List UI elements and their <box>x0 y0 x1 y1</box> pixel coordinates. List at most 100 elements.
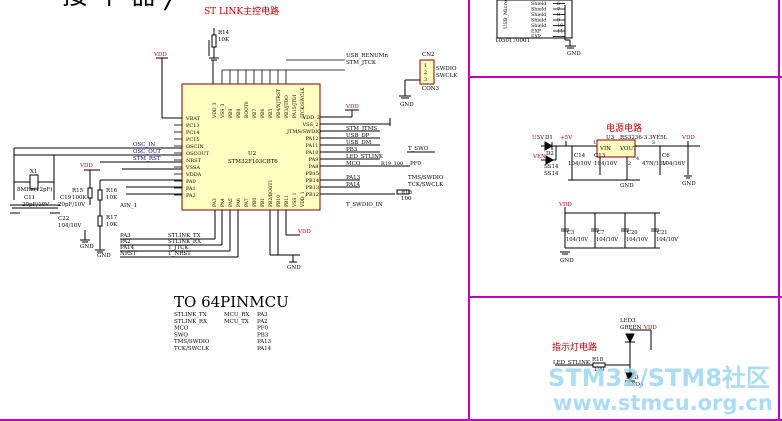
decap-ref: C3 <box>567 230 574 236</box>
decap-val: 104/10V <box>566 237 588 243</box>
decap-val: 104/10V <box>626 237 648 243</box>
mapping-mcu-signal: MCU_RX <box>224 312 249 318</box>
decap-vdd: VDD <box>558 202 572 208</box>
mcu-pin-top: PB5 <box>268 109 274 118</box>
mcu-pin-right: PA8 <box>309 164 319 170</box>
mcu-pin-top: PB8 <box>236 109 242 118</box>
mcu-pin-left: OSCOUT <box>186 151 210 157</box>
led3-ref: LED3 <box>620 318 636 324</box>
mcu-pin-bottom: PA7 <box>244 198 250 207</box>
x1-ref: X1 <box>30 169 37 175</box>
r15-val: 100K <box>72 195 87 201</box>
indicator-circuit <box>555 329 652 383</box>
gnd-bottom: GND <box>287 265 301 271</box>
net-pa13: PA13 <box>346 175 361 181</box>
mcu-pin-bottom: PA4 <box>220 198 226 207</box>
usb-pin-num: 10 <box>557 23 563 29</box>
decap-val: 104/10V <box>596 237 618 243</box>
mapping-mcu-signal: MCU_TX <box>224 319 249 325</box>
net-pa2: PA2 <box>120 239 131 245</box>
vdd-right-block <box>320 109 391 126</box>
net-ain1: AIN_1 <box>119 203 137 209</box>
usb-pin-num: 11 <box>557 29 563 35</box>
mcu-pin-bottom: VDD_1 <box>300 191 306 208</box>
pwr-gnd2: GND <box>682 181 696 187</box>
to64-title: TO 64PINMCU <box>174 293 289 311</box>
pwr-ss14b: SS14 <box>544 171 559 177</box>
cn2-pin1: 1 <box>424 63 427 69</box>
vdd-label-osc: VDD <box>79 163 93 169</box>
vdd-label-bottom: VDD <box>297 229 311 235</box>
mcu-pin-right: JTMS/SWDIO <box>286 129 321 135</box>
net-pa14b: PA14 <box>120 245 135 251</box>
mcu-pin-left: PC14 <box>186 130 200 136</box>
pwr-c2v: 47N/16V <box>642 161 668 167</box>
indicator-r18: R18 <box>592 357 604 363</box>
vdd-label-right: VDD <box>345 104 359 110</box>
net-stlink-tx: STLINK_TX <box>168 233 201 239</box>
mcu-pin-bottom: PB10 <box>276 195 282 207</box>
mcu-pin-left: VSSA <box>185 165 200 171</box>
mcu-pin-left: OSCIN <box>186 144 204 150</box>
c22-val: 104/10V <box>58 223 82 229</box>
pwr-d1: D1 <box>545 135 553 141</box>
vdd-top-block <box>156 40 214 119</box>
cn2-gnd: GND <box>400 102 414 108</box>
pwr-c6: C6 <box>662 153 670 159</box>
r16-val: 10K <box>106 195 118 201</box>
led3-color: GREEN <box>620 325 642 331</box>
mcu-pin-left: PA0 <box>186 179 196 185</box>
net-r19: R19_100 <box>381 161 403 167</box>
cn2-ref: CN2 <box>422 52 435 58</box>
usb-pin-num: 7 <box>557 7 560 13</box>
mcu-pin-top: VDD_3 <box>212 102 218 119</box>
usb-pin-num: 6 <box>557 1 560 7</box>
mcu-pin-bottom: PA3 <box>212 198 218 207</box>
pwr-vdd: VDD <box>681 135 695 141</box>
resistor-r14: R14 10K <box>209 28 230 61</box>
decap-cap <box>591 228 599 232</box>
mcu-pin-right: PA10 <box>306 150 319 156</box>
mapping-signal: MCO <box>174 326 189 332</box>
indicator-net: LED_STLINK <box>553 360 591 366</box>
gnd-left2: GND <box>97 253 111 259</box>
decap-ref: C21 <box>657 230 668 236</box>
usb-gnd: GND <box>567 51 581 57</box>
mcu-pin-right: PB12 <box>306 192 319 198</box>
decap-gnd: GND <box>560 258 574 264</box>
net-stm-jtck: STM_JTCK <box>346 60 377 66</box>
mcu-pin-bottom: PA6 <box>236 198 242 207</box>
mcu-part: STM32F103CBT6 <box>228 159 278 165</box>
usb-pin-name: Shield <box>531 23 546 29</box>
decap-cap <box>621 228 629 232</box>
net-pa3: PA3 <box>120 233 131 239</box>
mcu-pin-right: PA9 <box>309 157 319 163</box>
mcu-pin-left: PC15 <box>186 137 200 143</box>
pwr-pin1: 1 <box>593 140 596 146</box>
mcu-pin-right: PB13 <box>306 185 319 191</box>
mcu-pin-top: PB4/NJTRST <box>276 89 282 118</box>
mcu-pin-top: PB7 <box>252 109 258 118</box>
r14-ref: R14 <box>218 30 230 36</box>
mapping-pin: PA14 <box>257 346 272 352</box>
pwr-u3: U3 <box>606 135 615 141</box>
mcu-pin-left: PA1 <box>186 186 196 192</box>
pwr-c13: C13 <box>594 153 606 159</box>
mcu-pin-left: VDDA <box>185 172 202 178</box>
mcu-pin-right: VSS_2 <box>302 122 319 128</box>
mcu-bottom-wires <box>120 210 300 263</box>
mcu-pin-top: PB9 <box>228 109 234 118</box>
power-title: 电源电路 <box>606 122 642 134</box>
mcu-pin-bottom: PB1 <box>260 198 266 207</box>
decap-cap <box>651 228 659 232</box>
usb-pin-name: Shield <box>531 12 546 18</box>
net-usb-renum: USB_RENUMn <box>346 53 388 59</box>
pwr-ven: VEN <box>532 154 546 160</box>
mcu-pin-bottom: PB11 <box>284 195 290 207</box>
pwr-plus5v: +5V <box>560 135 573 141</box>
mcu-pin-right: PB15 <box>306 171 319 177</box>
gnd-left1: GND <box>80 244 94 250</box>
pwr-pin3: 3 <box>652 140 655 146</box>
